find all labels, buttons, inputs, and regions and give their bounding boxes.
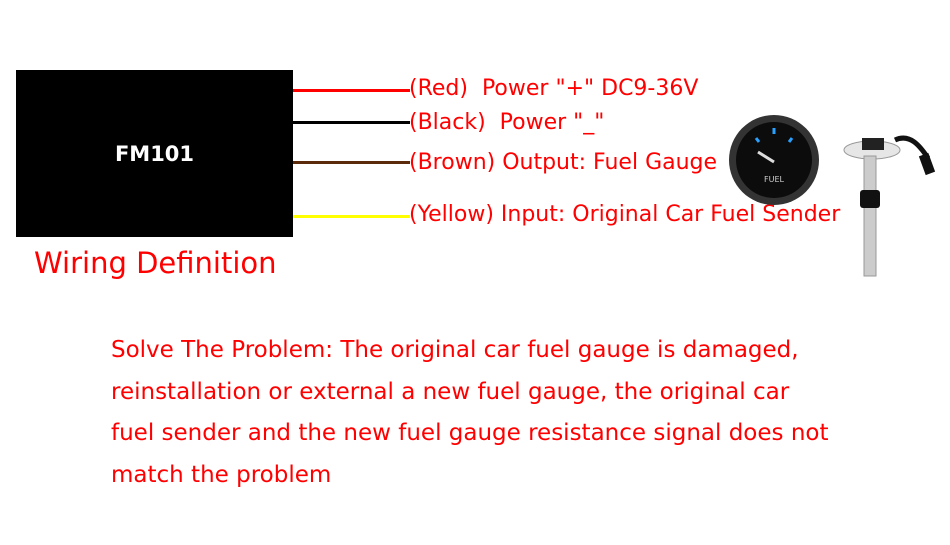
yellow-wire: [293, 215, 410, 218]
diagram-title: Wiring Definition: [34, 246, 277, 280]
problem-description: Solve The Problem: The original car fuel…: [111, 337, 829, 488]
gauge-face-label: FUEL: [764, 175, 785, 184]
brown-wire: [293, 161, 410, 164]
yellow-wire-label: (Yellow) Input: Original Car Fuel Sender: [409, 202, 841, 227]
brown-wire-label: (Brown) Output: Fuel Gauge: [409, 150, 718, 175]
red-wire: [293, 89, 410, 92]
red-wire-label: (Red) Power "+" DC9-36V: [409, 76, 699, 101]
module-name: FM101: [114, 142, 195, 166]
black-wire-label: (Black) Power "_": [409, 110, 605, 135]
fm101-module: FM101: [16, 70, 293, 237]
fuel-sender-icon: [843, 135, 936, 277]
fuel-gauge-icon: FUEL: [729, 115, 819, 205]
black-wire: [293, 121, 410, 124]
